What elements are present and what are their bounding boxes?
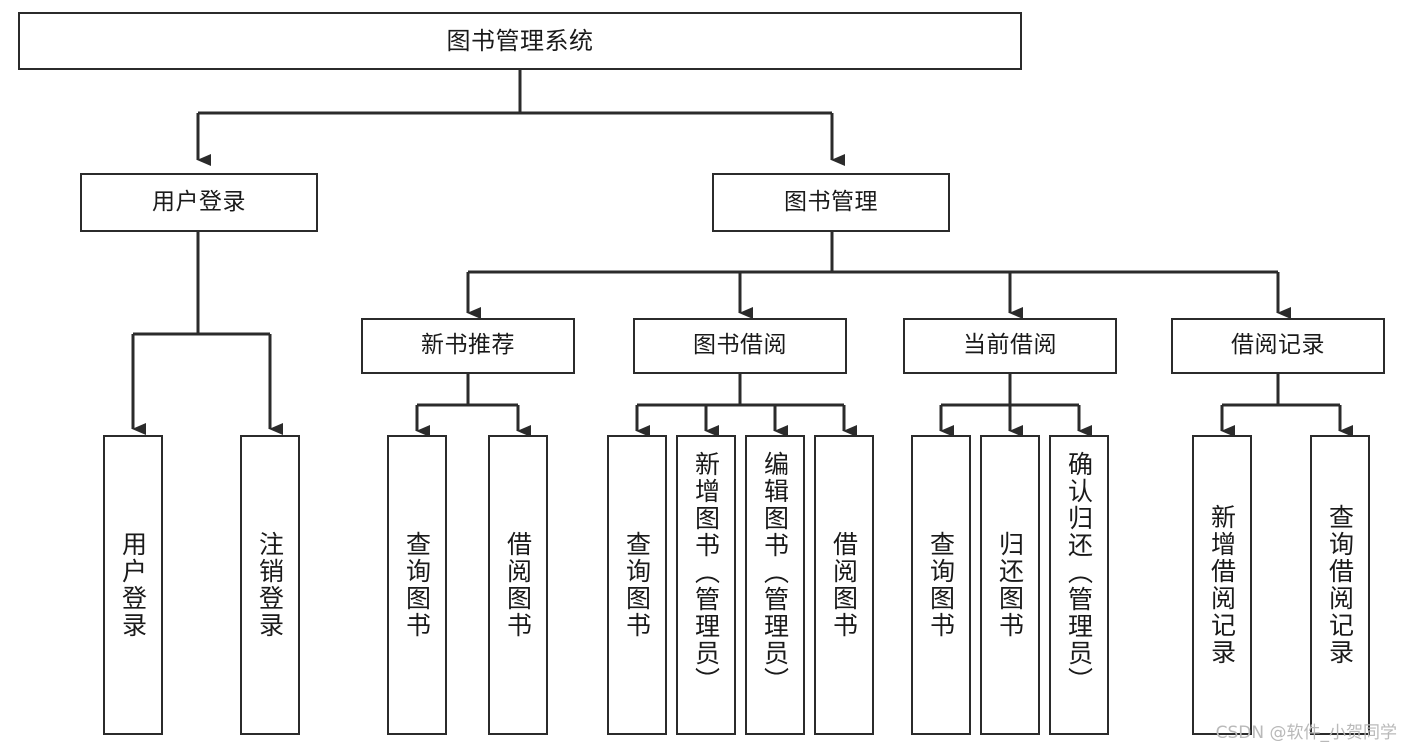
node-label: 新增图书（管理员） (691, 451, 721, 694)
node-label: 借阅记录 (1231, 332, 1325, 359)
node-label: 查询借阅记录 (1325, 504, 1355, 666)
node-borrow-record[interactable]: 借阅记录 (1171, 318, 1385, 374)
node-label: 新增借阅记录 (1207, 504, 1237, 666)
node-label: 借阅图书 (829, 531, 859, 639)
leaf-user-login[interactable]: 用户登录 (103, 435, 163, 735)
node-user-login[interactable]: 用户登录 (80, 173, 318, 232)
node-root-system[interactable]: 图书管理系统 (18, 12, 1022, 70)
node-label: 图书管理系统 (446, 26, 594, 55)
node-label: 用户登录 (118, 531, 148, 639)
node-label: 查询图书 (402, 531, 432, 639)
node-book-management[interactable]: 图书管理 (712, 173, 950, 232)
leaf-logout[interactable]: 注销登录 (240, 435, 300, 735)
node-label: 查询图书 (926, 531, 956, 639)
leaf-query-borrow-record[interactable]: 查询借阅记录 (1310, 435, 1370, 735)
leaf-add-borrow-record[interactable]: 新增借阅记录 (1192, 435, 1252, 735)
leaf-edit-book[interactable]: 编辑图书（管理员） (745, 435, 805, 735)
node-label: 图书借阅 (693, 332, 787, 359)
node-current-borrow[interactable]: 当前借阅 (903, 318, 1117, 374)
leaf-return-book[interactable]: 归还图书 (980, 435, 1040, 735)
node-label: 当前借阅 (963, 332, 1057, 359)
node-label: 编辑图书（管理员） (760, 451, 790, 694)
leaf-query-book-2[interactable]: 查询图书 (607, 435, 667, 735)
node-new-book-recommend[interactable]: 新书推荐 (361, 318, 575, 374)
node-label: 新书推荐 (421, 332, 515, 359)
node-label: 注销登录 (255, 531, 285, 639)
node-label: 借阅图书 (503, 531, 533, 639)
leaf-query-book-3[interactable]: 查询图书 (911, 435, 971, 735)
node-label: 归还图书 (995, 531, 1025, 639)
leaf-confirm-return[interactable]: 确认归还（管理员） (1049, 435, 1109, 735)
node-book-borrow[interactable]: 图书借阅 (633, 318, 847, 374)
node-label: 用户登录 (152, 188, 246, 215)
node-label: 图书管理 (784, 188, 878, 215)
node-label: 确认归还（管理员） (1064, 451, 1094, 694)
leaf-borrow-book-2[interactable]: 借阅图书 (814, 435, 874, 735)
node-label: 查询图书 (622, 531, 652, 639)
leaf-query-book-1[interactable]: 查询图书 (387, 435, 447, 735)
csdn-watermark: CSDN @软件_小贺同学 (1215, 723, 1397, 743)
leaf-add-book[interactable]: 新增图书（管理员） (676, 435, 736, 735)
leaf-borrow-book-1[interactable]: 借阅图书 (488, 435, 548, 735)
